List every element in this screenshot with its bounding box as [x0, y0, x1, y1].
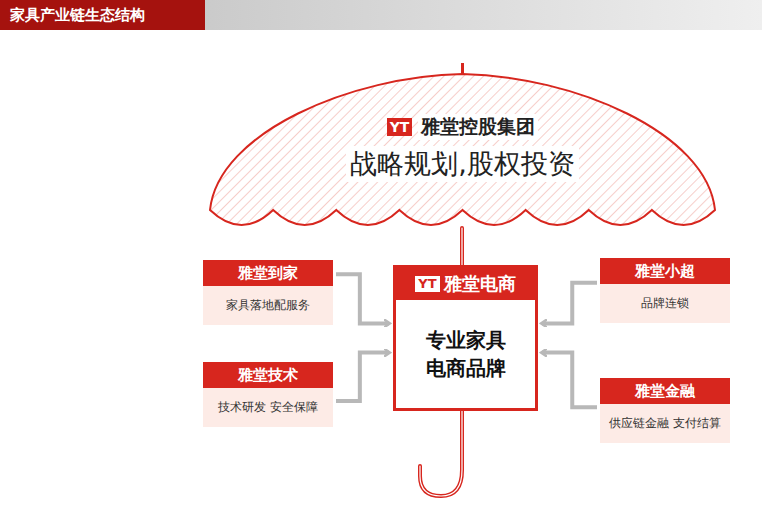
group-name: 雅堂控股集团 [418, 114, 538, 140]
core-text: 专业家具 电商品牌 [420, 326, 512, 382]
title-band: 家具产业链生态结构 [0, 0, 205, 30]
side-box: 雅堂金融供应链金融 支付结算 [600, 378, 730, 443]
connector-arrow [336, 274, 389, 323]
core-header: YT 雅堂电商 [396, 268, 535, 300]
canopy-tip [461, 63, 464, 74]
group-slogan: 战略规划,股权投资 [346, 146, 579, 182]
core-heading: 雅堂电商 [444, 273, 516, 295]
canopy-shape [210, 74, 715, 225]
canopy-text: YT 雅堂控股集团战略规划,股权投资 [200, 114, 725, 182]
connector-arrow [542, 353, 597, 408]
logo-badge: YT [387, 118, 413, 136]
side-box: 雅堂技术技术研发 安全保障 [203, 362, 333, 427]
page-title: 家具产业链生态结构 [10, 6, 145, 25]
core-box: YT 雅堂电商专业家具 电商品牌 [393, 265, 538, 411]
logo-badge: YT [415, 276, 439, 292]
box-body: 家具落地配服务 [203, 286, 333, 325]
box-heading: 雅堂技术 [203, 362, 333, 388]
box-body: 供应链金融 支付结算 [600, 404, 730, 443]
connector-arrow [336, 353, 389, 401]
box-body: 技术研发 安全保障 [203, 388, 333, 427]
side-box: 雅堂小超品牌连锁 [600, 258, 730, 323]
box-heading: 雅堂小超 [600, 258, 730, 284]
box-heading: 雅堂到家 [203, 260, 333, 286]
box-body: 品牌连锁 [600, 284, 730, 323]
umbrella-canopy: YT 雅堂控股集团战略规划,股权投资 [200, 62, 725, 236]
box-heading: 雅堂金融 [600, 378, 730, 404]
group-row: YT 雅堂控股集团 [387, 114, 539, 140]
core-body: 专业家具 电商品牌 [396, 300, 535, 408]
connector-arrow [542, 283, 597, 324]
side-box: 雅堂到家家具落地配服务 [203, 260, 333, 325]
